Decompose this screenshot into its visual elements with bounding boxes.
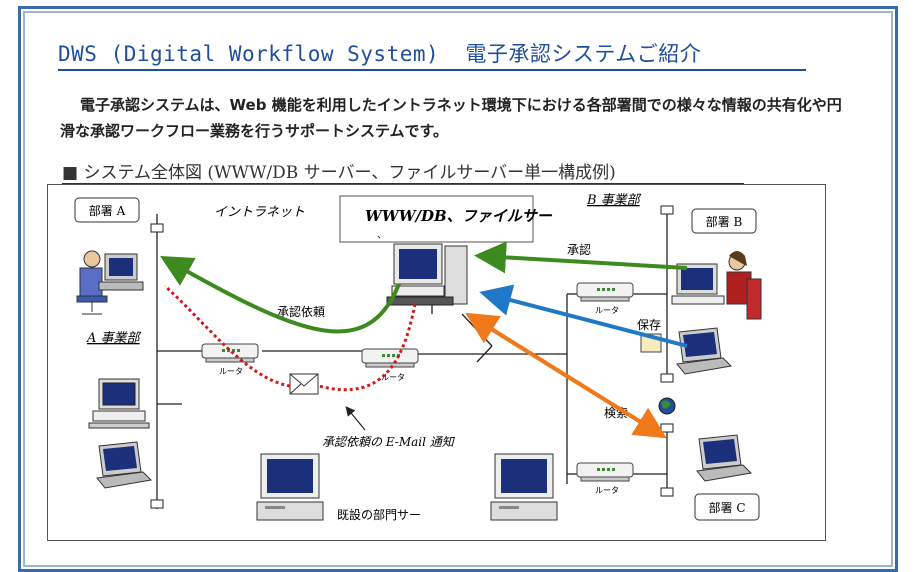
save-arrow — [479, 284, 688, 348]
pc-a-1 — [88, 378, 150, 429]
envelope-icon — [289, 373, 319, 395]
approval-request-arrow — [160, 256, 401, 334]
server-label-box: WWW/DB、ファイルサー 、 — [339, 195, 553, 243]
laptop-c-1 — [696, 434, 752, 482]
section-underline — [62, 183, 744, 184]
save-label: 保存 — [637, 318, 661, 332]
router-bottom-right: ルータ — [576, 462, 634, 495]
approval-request-label: 承認依頼 — [277, 304, 325, 319]
approval-arrow — [474, 241, 688, 274]
email-pointer — [345, 406, 366, 431]
dept-b-box: 部署 B — [691, 208, 757, 234]
dept-a-box: 部署 A — [74, 197, 140, 223]
section-heading: ■ システム全体図 (WWW/DB サーバー、ファイルサーバー単一構成例) — [62, 163, 616, 183]
email-notice-label: 承認依頼の E-Mail 通知 — [322, 435, 456, 449]
page-title: DWS (Digital Workflow System) 電子承認システムご紹… — [58, 42, 702, 66]
globe-icon — [658, 397, 676, 415]
dept-c-box: 部署 C — [694, 493, 760, 521]
svg-text:ルータ: ルータ — [595, 306, 619, 315]
svg-text:ルータ: ルータ — [381, 373, 405, 382]
svg-text:ルータ: ルータ — [219, 367, 243, 376]
system-diagram: ルータ ルータ ルータ ルータ 部署 A 部署 B 部署 C WWW/DB、ファ… — [47, 184, 826, 541]
email-path — [163, 284, 417, 392]
title-underline — [58, 69, 806, 71]
b-division-label: B 事業部 — [586, 193, 642, 208]
laptop-b-1 — [676, 327, 732, 375]
svg-text:部署 B: 部署 B — [706, 214, 743, 229]
search-arrow-back — [465, 312, 662, 436]
intro-paragraph: 電子承認システムは、Web 機能を利用したイントラネット環境下における各部署間で… — [60, 96, 842, 140]
dept-server-1 — [256, 453, 324, 521]
a-division-label: A 事業部 — [86, 331, 142, 346]
svg-text:WWW/DB、ファイルサー: WWW/DB、ファイルサー — [365, 207, 553, 225]
laptop-a-2 — [96, 441, 152, 489]
router-top-right: ルータ — [576, 282, 634, 315]
svg-text:部署 C: 部署 C — [709, 500, 746, 515]
router-center: ルータ — [361, 348, 419, 382]
svg-text:、: 、 — [377, 230, 387, 241]
svg-text:ルータ: ルータ — [595, 486, 619, 495]
diagram-border — [47, 184, 826, 541]
existing-servers-label: 既設の部門サー — [337, 507, 421, 522]
intranet-label: イントラネット — [214, 205, 305, 220]
network-lines — [156, 214, 668, 509]
approval-label: 承認 — [567, 242, 591, 257]
user-dept-b — [671, 251, 762, 320]
central-server — [386, 243, 468, 306]
dept-server-2 — [490, 453, 558, 521]
router-left: ルータ — [201, 343, 259, 376]
svg-text:部署 A: 部署 A — [89, 203, 126, 218]
user-dept-a — [76, 250, 144, 315]
